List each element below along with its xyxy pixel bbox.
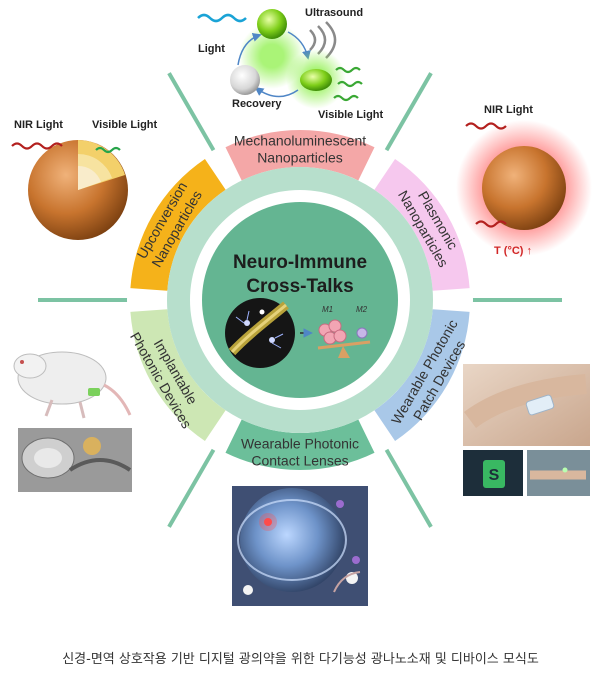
nir-light-left-label: NIR Light [14,119,63,131]
center-title-line2: Cross-Talks [246,276,353,297]
macrophage-balance-icon: M1 M2 [317,305,371,358]
svg-text:S: S [489,467,500,484]
m1-label: M1 [322,305,333,314]
visible-light-left-label: Visible Light [92,119,158,131]
segment-label-contact: Contact Lenses [251,453,348,469]
segment-contact [225,419,375,470]
temperature-label: T (°C) ↑ [494,245,532,257]
segment-upconversion [130,159,226,291]
patch-device-illustration: S [463,364,590,496]
inner-ring-band [167,167,433,433]
figure-caption: 신경-면역 상호작용 기반 디지털 광의약을 위한 다기능성 광나노소재 및 디… [62,652,539,667]
segment-patch [374,309,470,441]
center-title-line1: Neuro-Immune [233,252,367,273]
segment-plasmonic [374,159,470,291]
inner-ring [167,167,433,433]
ultrasound-label: Ultrasound [305,7,363,19]
nerve-fiber-illustration [225,298,295,368]
visible-light-top-label: Visible Light [318,109,384,121]
segment-label-contact: Wearable Photonic [241,436,359,452]
light-label: Light [198,43,225,55]
segment-mechano [225,130,375,181]
segment-label-mechano: Mechanoluminescent [234,133,366,149]
implantable-device-illustration [13,351,132,492]
plasmonic-sphere-illustration: NIR Light T (°C) ↑ [456,104,592,257]
contact-lens-illustration [232,486,368,606]
upconversion-sphere-illustration: NIR Light Visible Light [11,119,158,240]
nir-light-right-label: NIR Light [484,104,533,116]
m2-label: M2 [356,305,368,314]
segment-implantable [130,309,226,441]
recovery-label: Recovery [232,98,282,110]
mechanoluminescence-illustration: Light Ultrasound Visible Light Recovery [197,7,384,121]
segment-label-mechano: Nanoparticles [257,150,343,166]
center-core [202,202,398,398]
